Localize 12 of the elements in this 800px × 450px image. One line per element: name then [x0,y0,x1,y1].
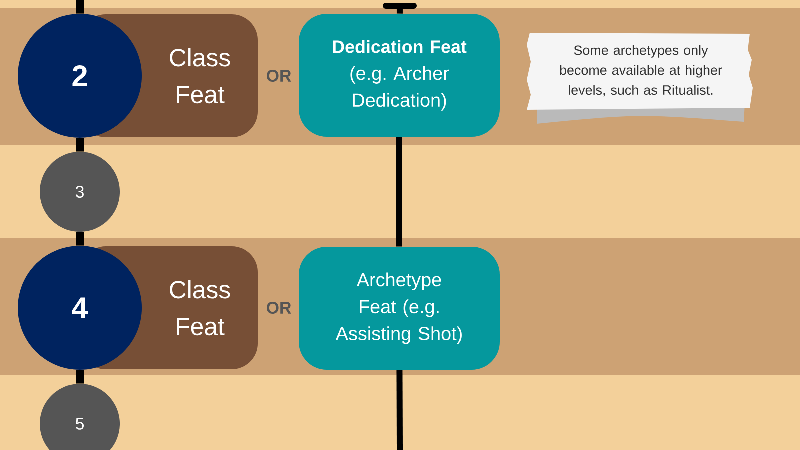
connector-line [396,370,403,450]
connector-line [76,232,84,246]
feat-box: Archetype Feat (e.g. Assisting Shot) [299,247,500,370]
feat-box: Dedication Feat (e.g. Archer Dedication) [299,14,500,137]
connector-line [396,137,402,247]
paper-note: Some archetypes only become available at higher levels, such as Ritualist. [527,33,753,124]
or-label: OR [267,70,292,82]
connector-line [383,3,417,14]
connector-line [76,370,84,384]
connector-line [76,138,84,152]
connector-line [76,0,84,14]
or-label: OR [267,302,292,314]
